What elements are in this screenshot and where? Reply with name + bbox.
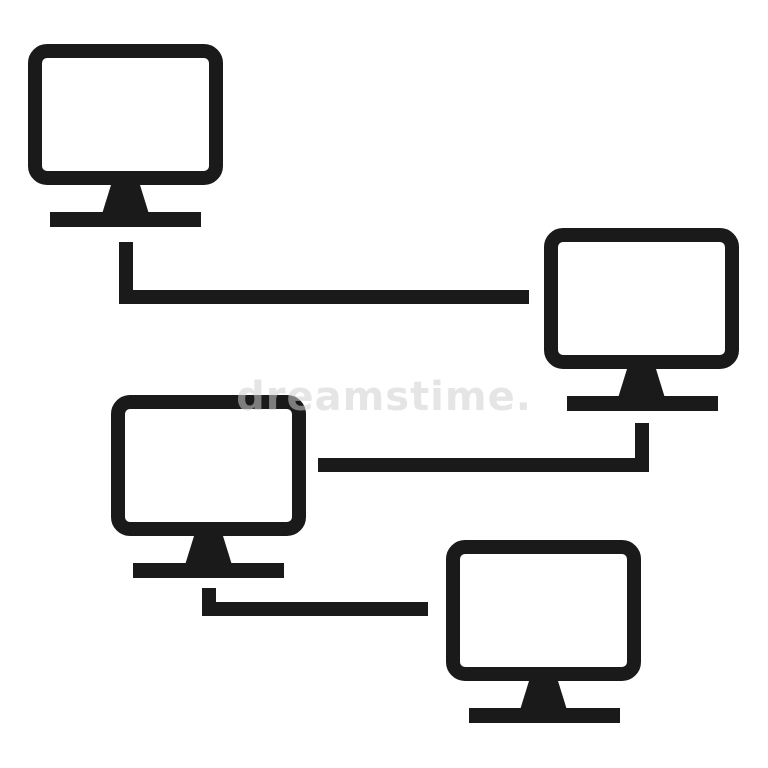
monitor-base	[133, 563, 284, 578]
monitor-screen	[28, 44, 223, 185]
connection-3-4	[202, 588, 428, 616]
connection-1-2	[119, 242, 529, 304]
monitor-screen	[111, 395, 306, 536]
monitor-stand	[520, 681, 567, 710]
monitor-stand	[185, 536, 232, 565]
computer-1-monitor-icon	[28, 44, 223, 227]
computer-3-monitor-icon	[111, 395, 306, 578]
monitor-base	[50, 212, 201, 227]
watermark-text: dreamstime.	[236, 374, 532, 420]
monitor-screen	[544, 228, 739, 369]
connection-2-3	[318, 423, 649, 472]
monitor-base	[567, 396, 718, 411]
monitor-base	[469, 708, 620, 723]
monitor-stand	[618, 369, 665, 398]
monitor-stand	[102, 185, 149, 214]
connections	[119, 242, 649, 616]
computer-2-monitor-icon	[544, 228, 739, 411]
monitor-screen	[446, 540, 641, 681]
computer-4-monitor-icon	[446, 540, 641, 723]
